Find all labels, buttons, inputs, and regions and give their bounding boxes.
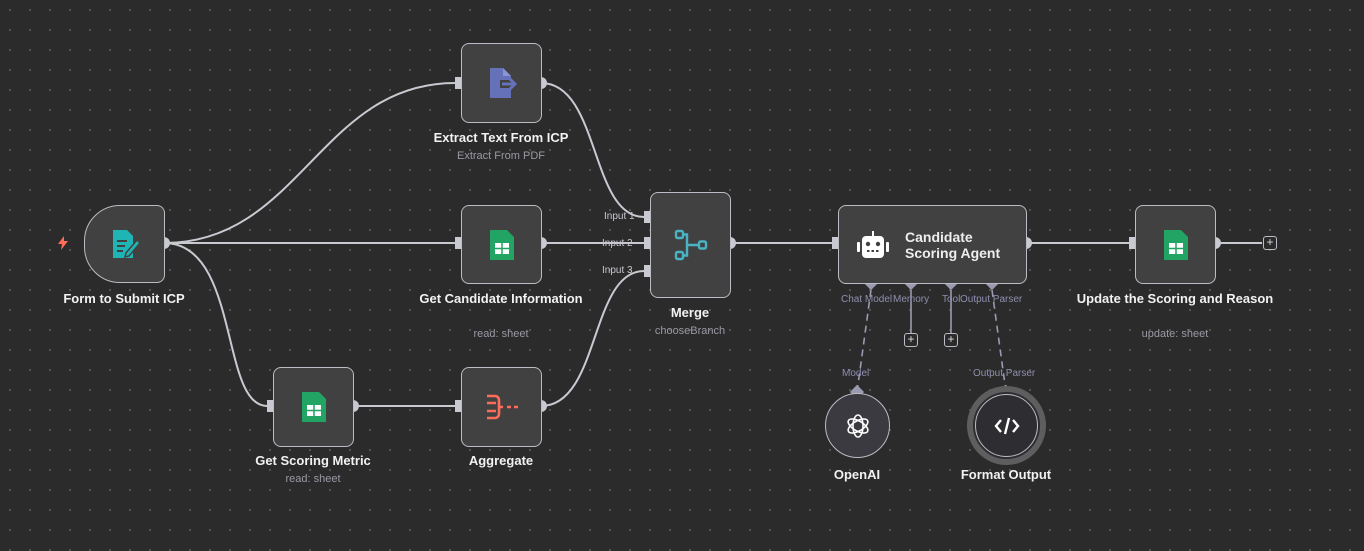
edge-aggregate-merge <box>540 270 645 407</box>
add-memory-button[interactable]: + <box>904 333 918 347</box>
node-title: Format Output <box>960 467 1052 482</box>
edge-parser <box>991 289 1007 393</box>
node-title: Get Candidate Information <box>419 291 583 306</box>
file-export-icon <box>489 68 517 98</box>
openai-icon <box>846 413 869 438</box>
port-label: Memory <box>893 294 930 305</box>
node-extract-text[interactable] <box>461 43 542 123</box>
port-label: Model <box>842 368 870 379</box>
input-handle <box>1129 237 1135 249</box>
input-label: Input 3 <box>602 265 633 276</box>
port-label: Output Parser <box>973 368 1036 379</box>
node-subtitle: read: sheet <box>285 473 341 485</box>
input-handle <box>832 237 838 249</box>
edge-form-extract <box>163 82 456 244</box>
node-merge[interactable] <box>650 192 731 298</box>
port-label: Output Parser <box>960 294 1023 305</box>
node-title: Merge <box>670 305 710 320</box>
input-handle <box>455 237 461 249</box>
input-handle <box>267 400 273 412</box>
edge-model <box>856 289 872 393</box>
add-node-button[interactable]: + <box>1263 236 1277 250</box>
code-icon <box>993 417 1020 434</box>
node-format-output[interactable] <box>967 386 1046 465</box>
google-sheets-icon <box>489 229 514 260</box>
node-get-candidate-information[interactable] <box>461 205 542 284</box>
input-handle <box>455 400 461 412</box>
trigger-bolt-icon <box>58 236 68 250</box>
aggregate-icon <box>486 394 518 420</box>
input-label: Input 2 <box>602 238 633 249</box>
node-aggregate[interactable] <box>461 367 542 447</box>
node-candidate-scoring-agent[interactable]: Candidate Scoring Agent <box>838 205 1027 284</box>
input-handle <box>644 265 650 277</box>
merge-icon <box>674 229 707 261</box>
input-handle <box>644 211 650 223</box>
port-label: Chat Model <box>841 294 893 305</box>
node-title: Update the Scoring and Reason <box>1076 291 1274 306</box>
add-tool-button[interactable]: + <box>944 333 958 347</box>
node-title: OpenAI <box>833 467 881 482</box>
form-icon <box>112 230 141 259</box>
node-title: Candidate Scoring Agent <box>905 228 1001 261</box>
robot-icon <box>857 230 889 258</box>
input-handle <box>644 237 650 249</box>
input-label: Input 1 <box>604 211 635 222</box>
node-subtitle: Extract From PDF <box>456 150 545 162</box>
google-sheets-icon <box>301 392 326 422</box>
port-label: Tool <box>942 294 961 305</box>
node-subtitle: read: sheet <box>473 328 529 340</box>
google-sheets-icon <box>1163 229 1188 260</box>
node-update-scoring[interactable] <box>1135 205 1216 284</box>
edge-extract-merge <box>540 82 645 218</box>
input-handle <box>455 77 461 89</box>
node-subtitle: chooseBranch <box>654 325 726 337</box>
node-title: Aggregate <box>468 453 534 468</box>
node-form-to-submit-icp[interactable] <box>84 205 165 283</box>
node-title: Extract Text From ICP <box>433 130 569 145</box>
node-subtitle: update: sheet <box>1141 328 1209 340</box>
node-openai[interactable] <box>825 393 890 458</box>
node-title: Get Scoring Metric <box>255 453 371 468</box>
edge-form-scoring <box>163 242 268 407</box>
node-title: Form to Submit ICP <box>63 291 185 306</box>
node-get-scoring-metric[interactable] <box>273 367 354 447</box>
